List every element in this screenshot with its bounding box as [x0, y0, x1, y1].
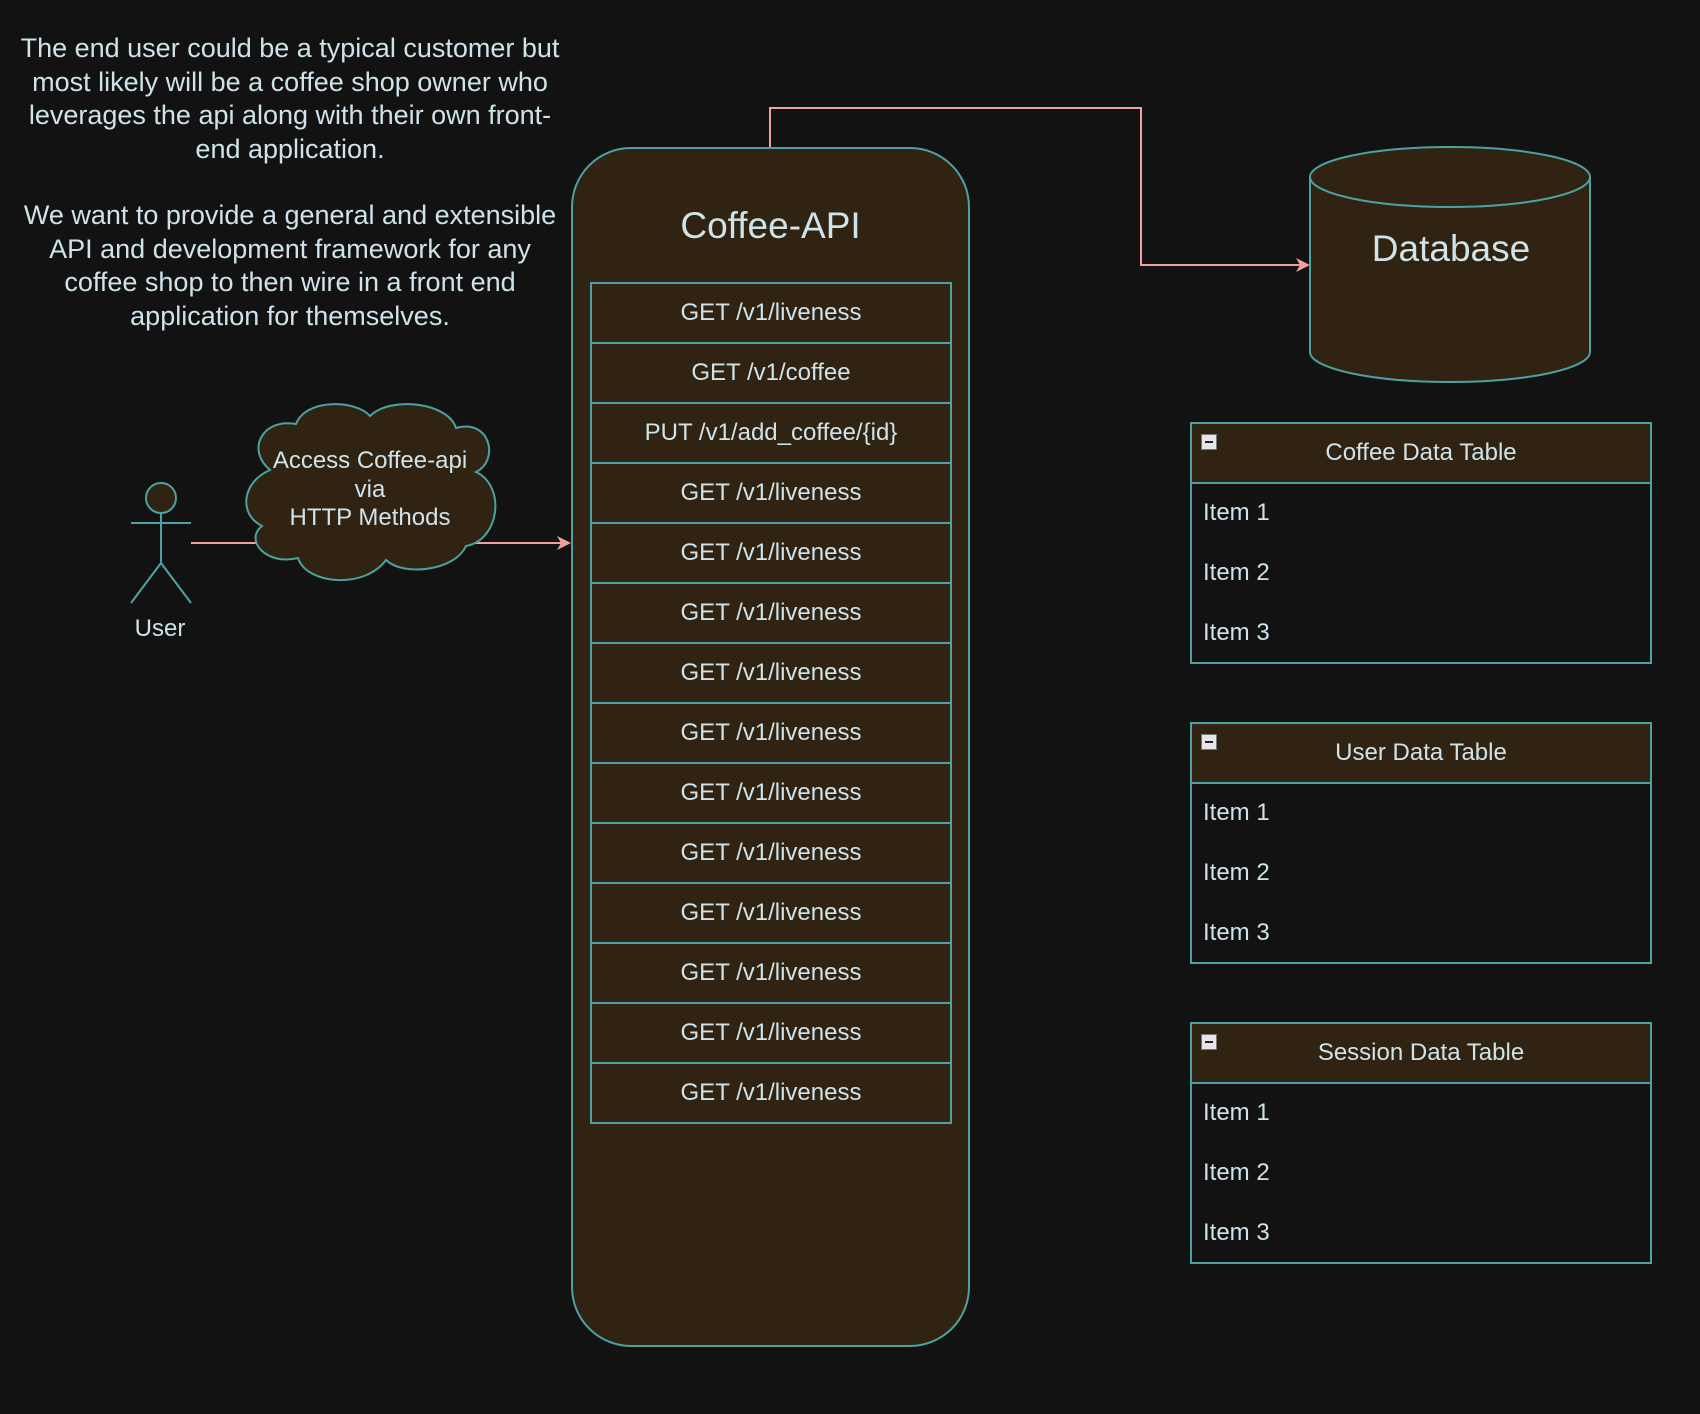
endpoint-row[interactable]: GET /v1/liveness [592, 1004, 950, 1064]
collapse-icon[interactable] [1201, 434, 1217, 450]
user-actor-icon[interactable] [130, 482, 192, 604]
description-text: The end user could be a typical customer… [20, 32, 560, 366]
endpoint-row[interactable]: GET /v1/liveness [592, 584, 950, 644]
endpoint-row[interactable]: PUT /v1/add_coffee/{id} [592, 404, 950, 464]
endpoint-list: GET /v1/liveness GET /v1/coffee PUT /v1/… [590, 282, 952, 1124]
collapse-icon[interactable] [1201, 734, 1217, 750]
endpoint-row[interactable]: GET /v1/coffee [592, 344, 950, 404]
coffee-data-table[interactable]: Coffee Data Table Item 1 Item 2 Item 3 [1190, 422, 1652, 664]
user-data-table[interactable]: User Data Table Item 1 Item 2 Item 3 [1190, 722, 1652, 964]
endpoint-row[interactable]: GET /v1/liveness [592, 284, 950, 344]
session-data-table[interactable]: Session Data Table Item 1 Item 2 Item 3 [1190, 1022, 1652, 1264]
table-row[interactable]: Item 3 [1203, 919, 1270, 946]
table-row[interactable]: Item 2 [1203, 859, 1270, 886]
table-row[interactable]: Item 3 [1203, 1219, 1270, 1246]
endpoint-row[interactable]: GET /v1/liveness [592, 464, 950, 524]
access-cloud-label: Access Coffee-api via HTTP Methods [272, 447, 468, 531]
table-row[interactable]: Item 3 [1203, 619, 1270, 646]
table-title: Coffee Data Table [1325, 439, 1517, 466]
endpoint-row[interactable]: GET /v1/liveness [592, 884, 950, 944]
endpoint-row[interactable]: GET /v1/liveness [592, 704, 950, 764]
endpoint-row[interactable]: GET /v1/liveness [592, 1064, 950, 1124]
table-title: Session Data Table [1317, 1039, 1525, 1066]
coffee-api-title: Coffee-API [680, 205, 861, 246]
endpoint-row[interactable]: GET /v1/liveness [592, 524, 950, 584]
table-row[interactable]: Item 2 [1203, 559, 1270, 586]
table-header[interactable]: Session Data Table [1192, 1024, 1650, 1084]
collapse-icon[interactable] [1201, 1034, 1217, 1050]
table-row[interactable]: Item 1 [1203, 499, 1270, 526]
table-header[interactable]: User Data Table [1192, 724, 1650, 784]
endpoint-row[interactable]: GET /v1/liveness [592, 764, 950, 824]
endpoint-row[interactable]: GET /v1/liveness [592, 824, 950, 884]
table-header[interactable]: Coffee Data Table [1192, 424, 1650, 484]
table-row[interactable]: Item 2 [1203, 1159, 1270, 1186]
table-row[interactable]: Item 1 [1203, 799, 1270, 826]
endpoint-row[interactable]: GET /v1/liveness [592, 944, 950, 1004]
table-title: User Data Table [1335, 739, 1507, 766]
description-paragraph-1: The end user could be a typical customer… [20, 33, 560, 164]
user-label: User [134, 615, 186, 642]
table-row[interactable]: Item 1 [1203, 1099, 1270, 1126]
description-paragraph-2: We want to provide a general and extensi… [23, 200, 557, 331]
database-label: Database [1371, 228, 1531, 269]
endpoint-row[interactable]: GET /v1/liveness [592, 644, 950, 704]
